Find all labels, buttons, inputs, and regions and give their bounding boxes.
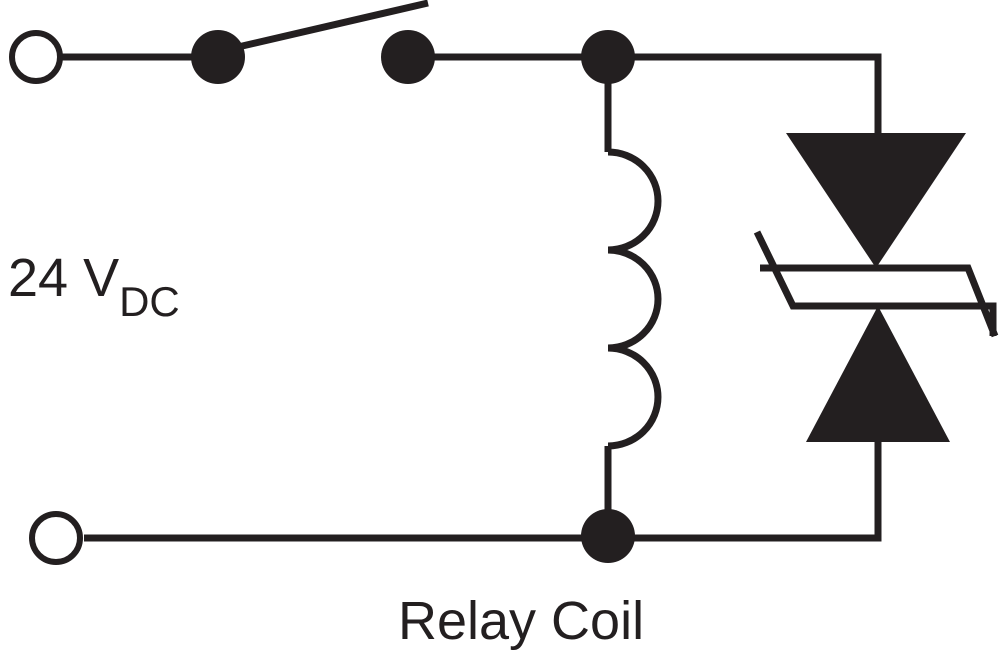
tvs-upper-triangle (786, 133, 966, 268)
voltage-value: 24 V (8, 248, 120, 308)
bottom-wire-right (608, 440, 882, 542)
tvs-lower-triangle (806, 306, 950, 442)
relay-coil-inductor (607, 148, 662, 450)
top-wire-right (600, 53, 882, 140)
supply-voltage-label: 24 VDC (8, 248, 180, 323)
switch-contact-left (191, 30, 245, 84)
tvs-clamp-bar-top (760, 264, 999, 338)
voltage-subscript: DC (119, 278, 180, 325)
relay-coil-label: Relay Coil (398, 591, 645, 651)
terminal-bottom (29, 511, 83, 565)
terminal-top (9, 30, 63, 84)
junction-node-top (581, 30, 635, 84)
switch-contact-right (381, 30, 435, 84)
switch-blade (224, 0, 429, 54)
junction-node-bottom (581, 509, 635, 563)
